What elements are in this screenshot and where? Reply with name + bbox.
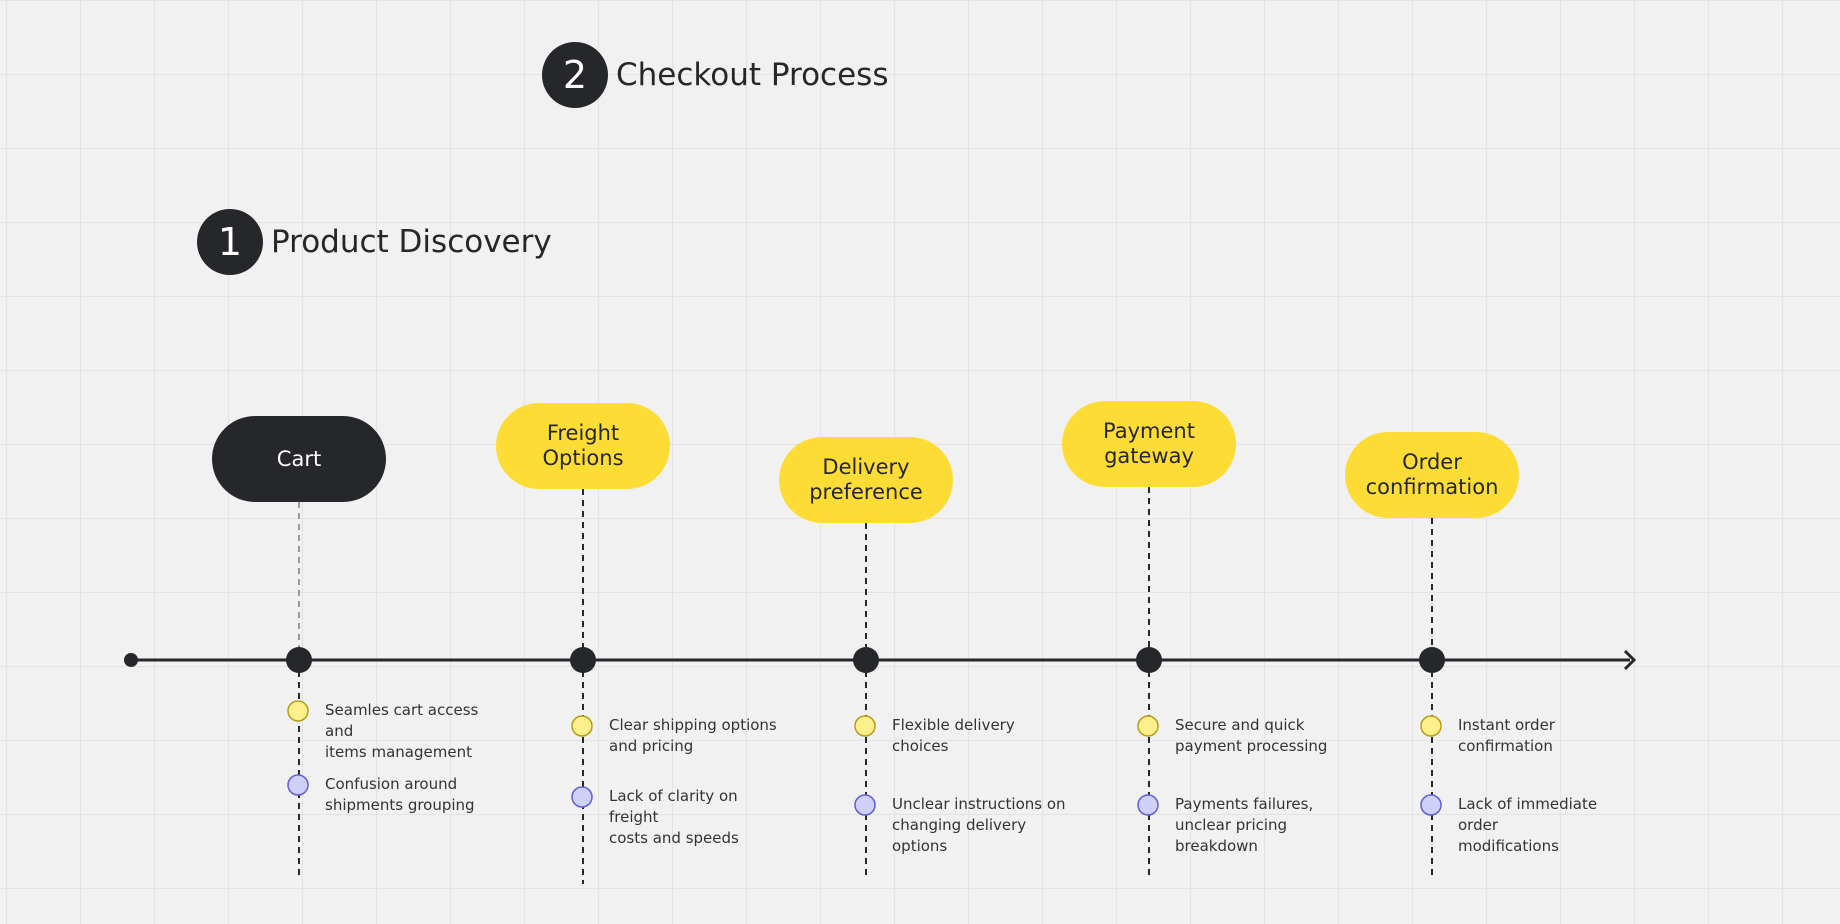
stage-1-pill[interactable]: Cart bbox=[212, 416, 386, 502]
stage-3-positive-note: Flexible delivery choices bbox=[892, 716, 1015, 755]
phase-title: Checkout Process bbox=[616, 57, 889, 93]
stage-3-timeline-node bbox=[853, 647, 879, 673]
stage-5-negative-note: Lack of immediate order modifications bbox=[1458, 795, 1598, 855]
stage-1-positive-note: Seamles cart access and items management bbox=[325, 701, 479, 761]
phase-heading-checkout-process: 2 Checkout Process bbox=[542, 42, 888, 108]
phase-heading-product-discovery: 1 Product Discovery bbox=[197, 209, 552, 275]
stage-2-timeline-node bbox=[570, 647, 596, 673]
stage-5-pill[interactable]: Order confirmation bbox=[1345, 432, 1519, 518]
stage-4-positive-marker-icon bbox=[1137, 715, 1159, 737]
stage-5-positive-marker-icon bbox=[1420, 715, 1442, 737]
stage-4-pill[interactable]: Payment gateway bbox=[1062, 401, 1236, 487]
phase-title: Product Discovery bbox=[271, 224, 552, 260]
stage-4-negative-note: Payments failures, unclear pricing break… bbox=[1175, 795, 1314, 855]
stage-1-negative-marker-icon bbox=[287, 774, 309, 796]
stage-3-positive-marker-icon bbox=[854, 715, 876, 737]
stage-5-positive-note: Instant order confirmation bbox=[1458, 716, 1555, 755]
stage-4-positive-note: Secure and quick payment processing bbox=[1175, 716, 1328, 755]
stage-2-positive-note: Clear shipping options and pricing bbox=[609, 716, 777, 755]
stage-1-negative-note: Confusion around shipments grouping bbox=[325, 775, 475, 814]
stage-2-negative-marker-icon bbox=[571, 786, 593, 808]
stage-2-negative-note: Lack of clarity on freight costs and spe… bbox=[609, 787, 739, 847]
stage-5-timeline-node bbox=[1419, 647, 1445, 673]
stage-3-pill[interactable]: Delivery preference bbox=[779, 437, 953, 523]
stage-2-positive-marker-icon bbox=[571, 715, 593, 737]
stage-4-timeline-node bbox=[1136, 647, 1162, 673]
stage-3-negative-marker-icon bbox=[854, 794, 876, 816]
stage-5-negative-marker-icon bbox=[1420, 794, 1442, 816]
stage-3-negative-note: Unclear instructions on changing deliver… bbox=[892, 795, 1066, 855]
timeline-arrow-head bbox=[1623, 649, 1637, 671]
stage-1-positive-marker-icon bbox=[287, 700, 309, 722]
stage-2-pill[interactable]: Freight Options bbox=[496, 403, 670, 489]
timeline-start-dot bbox=[124, 653, 138, 667]
phase-number-badge: 2 bbox=[542, 42, 608, 108]
phase-number-badge: 1 bbox=[197, 209, 263, 275]
stage-1-timeline-node bbox=[286, 647, 312, 673]
stage-4-negative-marker-icon bbox=[1137, 794, 1159, 816]
